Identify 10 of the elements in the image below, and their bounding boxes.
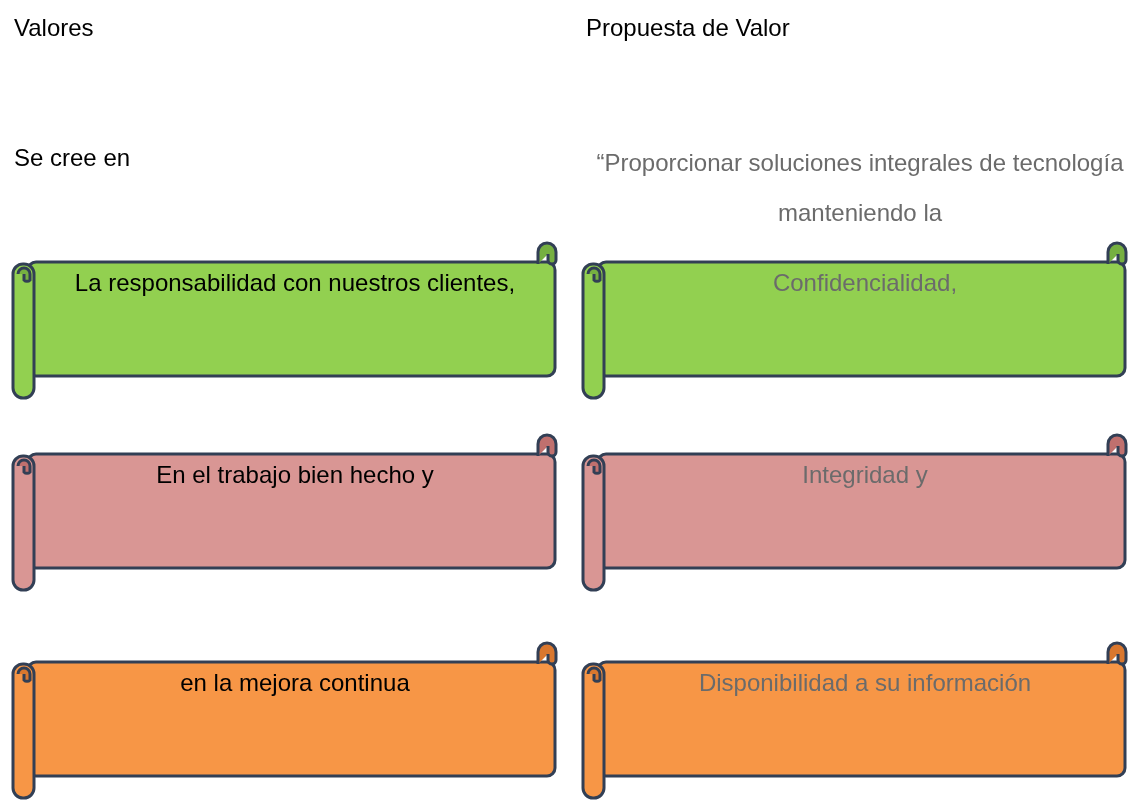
banner-text: Disponibilidad a su información xyxy=(697,668,1033,698)
text-label: Se cree en xyxy=(14,143,132,173)
banner-text: Confidencialidad, xyxy=(771,268,959,298)
banner-text: La responsabilidad con nuestros clientes, xyxy=(73,268,517,298)
text-label: Valores xyxy=(14,13,95,43)
banner-text: En el trabajo bien hecho y xyxy=(155,460,435,490)
text-label: Propuesta de Valor xyxy=(586,13,791,43)
banner-text: Integridad y xyxy=(801,460,929,490)
banner-text: en la mejora continua xyxy=(179,668,411,698)
text-label: “Proporcionar soluciones integrales de tecnología manteniendo la xyxy=(595,148,1125,228)
